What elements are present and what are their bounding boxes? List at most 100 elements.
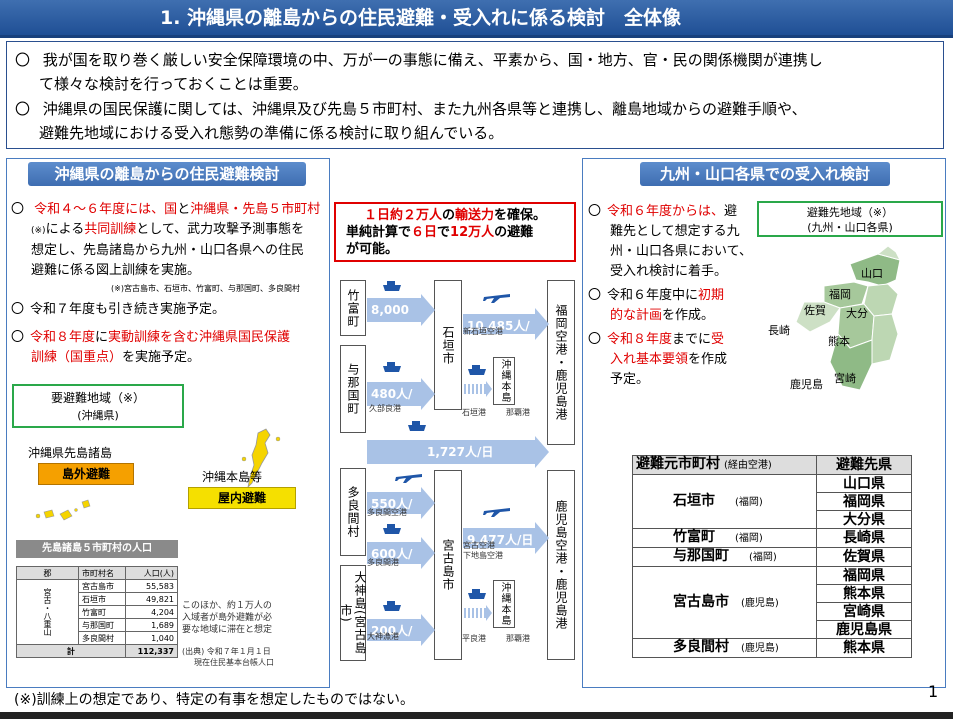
text: 予定。	[610, 372, 650, 387]
taketomi-arrow: 8,000人/日	[367, 294, 435, 341]
table-row: 竹富町(福岡)長崎県	[632, 528, 912, 548]
total-value: 112,337	[124, 644, 179, 658]
text: 受入れ検討に着手。	[610, 264, 728, 279]
kyushu-map	[764, 230, 940, 410]
text: 実動訓練を含む沖縄県国民保護	[108, 330, 291, 345]
flow-value: 600人/日	[367, 542, 421, 585]
right-bullet-1: 〇令和６年度からは、避 難先として想定する九 州・山口各県において、 受入れ検討…	[588, 202, 758, 282]
table-row: 福岡県	[633, 492, 912, 511]
population-cell: 1,689	[124, 618, 179, 632]
naha-port-label-1: 那覇港	[506, 408, 530, 417]
table-row: 多良間村 (鹿児島) 熊本県	[632, 638, 912, 658]
okinawa-honto-box-2: 沖縄本島	[493, 580, 515, 628]
tarama-port-arrow: 600人/日	[367, 537, 435, 585]
transport-capacity-callout: １日約２万人の輸送力を確保。 単純計算で６日で12万人の避難 が可能。	[334, 202, 576, 262]
total-row: 計 112,337	[16, 644, 179, 658]
honto-label: 沖縄本島等	[202, 470, 263, 484]
destination-cell: 福岡県	[816, 492, 912, 511]
text: 共同訓練	[84, 222, 137, 237]
destination-cell: 熊本県	[816, 584, 912, 603]
bullet-mark: 〇	[588, 332, 602, 347]
text: 的な計画	[610, 308, 663, 323]
naha-port-label-2: 那覇港	[506, 634, 530, 643]
sakishima-label: 沖縄県先島諸島	[28, 446, 113, 460]
origin-cell: 竹富町(福岡)	[632, 528, 817, 548]
page-number: 1	[928, 682, 939, 701]
dotted-arrow-icon	[464, 381, 492, 397]
miyakojima-box: 宮古島市	[434, 470, 462, 660]
yonaguni-arrow: 480人/日	[367, 378, 435, 425]
population-source: (出典) 令和７年１月１日 現在住民基本台帳人口	[182, 646, 274, 668]
text: 国	[164, 202, 178, 217]
population-note: このほか、約１万人の 入域者が島外避難が必 要な地域に滞在と想定	[182, 600, 272, 636]
ship-icon	[468, 589, 486, 599]
table-row: 与那国町(福岡)佐賀県	[632, 547, 912, 567]
destination-cell: 山口県	[816, 474, 912, 493]
ship-icon	[383, 524, 401, 534]
destination-cell: 福岡県	[816, 566, 912, 585]
text: の避難	[494, 225, 534, 240]
text: 難先として想定する九	[610, 224, 740, 239]
table-row: 熊本県	[633, 584, 912, 603]
left-section	[6, 158, 330, 688]
text: 令和６年度からは、	[607, 204, 725, 219]
miyako-airport-label: 宮古空港	[463, 541, 495, 550]
text: (福岡)	[735, 533, 763, 544]
col-header: 人口(人)	[124, 566, 179, 580]
ogami-box: 大神島(宮古島市)	[339, 565, 367, 661]
left-section-header: 沖縄県の離島からの住民避難検討	[28, 162, 306, 186]
intro-bullet-1: 〇 我が国を取り巻く厳しい安全保障環境の中、万が一の事態に備え、平素から、国・地…	[15, 48, 823, 72]
airplane-icon	[395, 474, 422, 483]
population-cell: 55,583	[124, 579, 179, 593]
right-bullet-3: 〇令和８年度までに受 入れ基本要領を作成 予定。	[588, 330, 758, 390]
col-header: 郡	[16, 566, 79, 580]
text: 避難元市町村	[636, 456, 720, 472]
tarama-air-arrow: 550人/日	[367, 487, 435, 535]
text: で	[437, 225, 451, 240]
text: １日約２万人	[364, 208, 443, 223]
header-destination: 避難先県	[816, 455, 912, 475]
flow-value: 9,477人/日	[463, 528, 535, 548]
legend-title: 要避難地域（※）	[50, 391, 146, 405]
text: (福岡)	[735, 496, 763, 508]
text: として、武力攻撃予測事態を	[136, 222, 305, 237]
text: 令和７年度も引き続き実施予定。	[30, 302, 226, 317]
kubura-port-label: 久部良港	[369, 404, 401, 413]
arrow-tip	[535, 522, 549, 554]
okinawa-map	[241, 428, 281, 489]
text: 令和８年度	[30, 330, 96, 345]
population-cell: 1,040	[124, 631, 179, 645]
table-header-row: 避難元市町村 (経由空港) 避難先県	[632, 455, 912, 475]
fukuoka-kagoshima-port-box: 福岡空港・鹿児島港	[547, 280, 575, 445]
bullet-mark: 〇	[11, 330, 25, 345]
intro-box: 〇 我が国を取り巻く厳しい安全保障環境の中、万が一の事態に備え、平素から、国・地…	[6, 41, 944, 149]
destination-cell: 熊本県	[816, 638, 912, 658]
shimojishima-airport-label: 下地島空港	[463, 551, 503, 560]
population-cell: 49,821	[124, 592, 179, 606]
dotted-arrow-icon	[464, 605, 492, 621]
note: (※)宮古島市、石垣市、竹富町、与那国町、多良間村	[111, 284, 300, 293]
bottom-bar	[0, 712, 953, 719]
text: を作成	[688, 352, 728, 367]
city-cell: 石垣市	[78, 592, 126, 606]
bullet-mark: 〇	[11, 202, 25, 217]
text: (経由空港)	[724, 460, 772, 471]
flow-value: 550人/日	[367, 492, 421, 535]
bullet-mark: 〇	[15, 100, 31, 118]
text: (鹿児島)	[741, 643, 779, 654]
text: 沖縄県・先島５市町村	[190, 202, 321, 217]
arrow-tip	[535, 308, 549, 340]
city-cell: 与那国町	[78, 618, 126, 632]
bullet-mark: 〇	[15, 51, 31, 69]
arrow-tip	[421, 537, 435, 569]
table-row: 大分県	[633, 510, 912, 529]
intro-p1-line1: 我が国を取り巻く厳しい安全保障環境の中、万が一の事態に備え、平素から、国・地方、…	[42, 51, 823, 69]
text: 避	[724, 204, 738, 219]
text: の	[442, 208, 456, 223]
text: 多良間村	[673, 639, 729, 655]
text: 要な地域に滞在と想定	[182, 625, 273, 635]
destination-cell: 宮崎県	[816, 602, 912, 621]
pref-label-kumamoto: 熊本	[828, 335, 850, 348]
ishigaki-box: 石垣市	[434, 280, 462, 410]
